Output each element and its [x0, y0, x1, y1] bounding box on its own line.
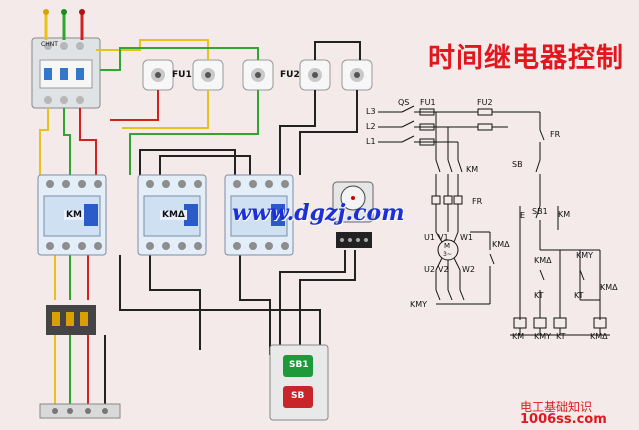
kma-main-label: KMΔ: [492, 240, 510, 249]
w2-label: W2: [462, 265, 475, 274]
coil-kmy-label: KMY: [534, 332, 552, 341]
coil-km-label: KM: [512, 332, 525, 341]
kmy-nc-label: KMY: [576, 251, 594, 260]
km-main-label: KM: [466, 165, 479, 174]
photo-fu1-label: FU1: [172, 70, 192, 80]
contactor-kmy: [224, 174, 294, 256]
motor-label: M: [444, 242, 451, 250]
e-label: E: [520, 211, 526, 220]
photo-km-label: KM: [64, 210, 84, 220]
kmy-main-label: KMY: [410, 300, 428, 309]
sb1-label: SB1: [289, 360, 309, 370]
fuse-row: [142, 59, 373, 91]
u2-label: U2: [424, 265, 435, 274]
fr-ctrl-label: FR: [550, 130, 561, 139]
terminal-block: [39, 403, 121, 419]
fu2-label: FU2: [477, 98, 493, 107]
photo-fu2-label: FU2: [280, 70, 300, 80]
photo-kma-label: KMΔ: [160, 210, 187, 220]
u1-label: U1: [424, 233, 435, 242]
coil-kma-label: KMΔ: [590, 332, 608, 341]
motor-phase-label: 3~: [443, 251, 452, 258]
kma-nc-label: KMΔ: [534, 256, 552, 265]
push-button-box: [269, 344, 329, 421]
v2-label: V2: [438, 265, 449, 274]
l1-label: L1: [366, 137, 376, 146]
w1-label: W1: [460, 233, 473, 242]
fu1-label: FU1: [420, 98, 436, 107]
l3-label: L3: [366, 107, 376, 116]
watermark: www.dgzj.com: [232, 200, 405, 226]
km-hold-label: KM: [558, 210, 571, 219]
breaker-brand: CHNT: [41, 41, 58, 48]
sb1-ctrl-label: SB1: [532, 207, 548, 216]
time-relay: [332, 181, 374, 248]
diagram-title: 时间继电器控制: [428, 43, 624, 74]
sb-ctrl-label: SB: [512, 160, 523, 169]
kt2-label: KT: [574, 291, 584, 300]
kt1-label: KT: [534, 291, 544, 300]
thermal-relay: [46, 305, 96, 335]
v1-label: V1: [438, 233, 449, 242]
schematic: [378, 105, 610, 336]
circuit-breaker: [31, 37, 101, 109]
site-name-cn: 电工基础知识: [520, 400, 593, 414]
wire-bundle: [39, 39, 361, 405]
site-name-en: 1006ss.com: [520, 412, 607, 427]
qs-label: QS: [398, 98, 410, 107]
coil-kt-label: KT: [556, 332, 566, 341]
l2-label: L2: [366, 122, 376, 131]
fr-main-label: FR: [472, 197, 483, 206]
kma-hold-label: KMΔ: [600, 283, 618, 292]
physical-wiring: [31, 9, 374, 421]
contactor-kma: [137, 174, 207, 256]
sb-label: SB: [291, 391, 305, 401]
